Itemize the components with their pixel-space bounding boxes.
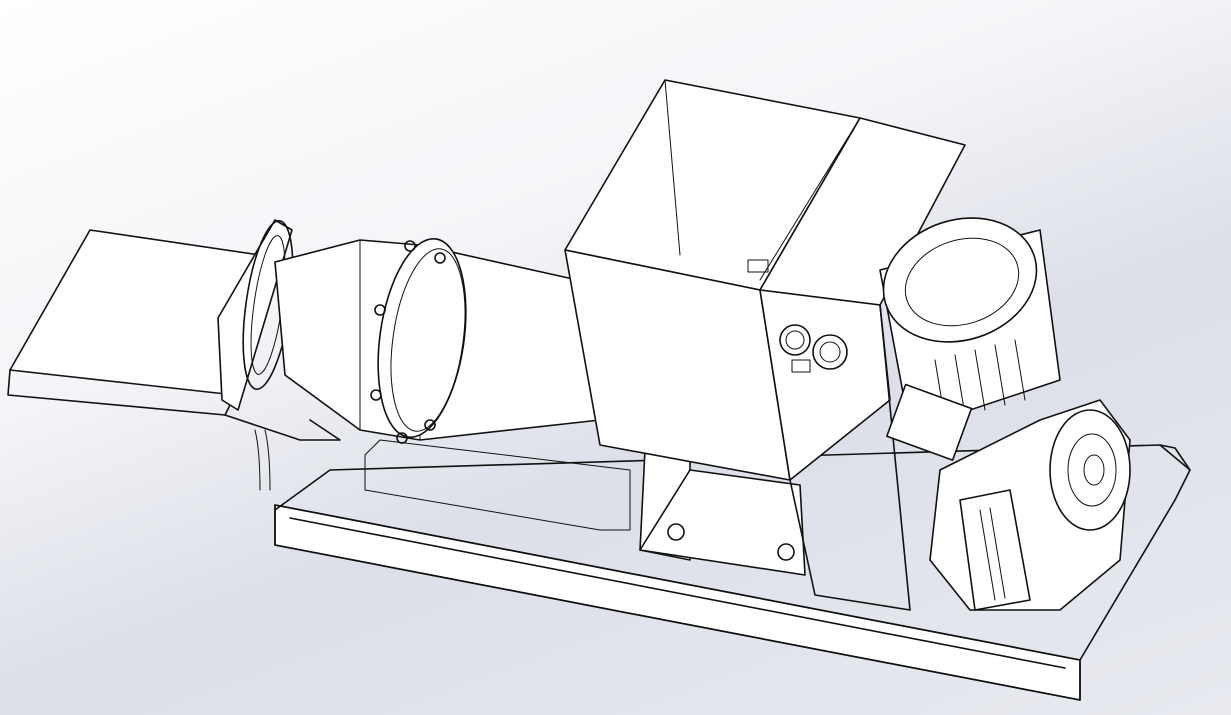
electric-motor xyxy=(879,217,1061,461)
feed-hopper xyxy=(564,79,966,611)
discharge-chute xyxy=(7,229,341,491)
barrel-flange xyxy=(370,238,467,444)
hopper-support xyxy=(639,449,806,576)
base-frame xyxy=(274,439,1191,701)
drive-sprocket xyxy=(1049,409,1131,531)
control-buttons xyxy=(779,324,848,373)
